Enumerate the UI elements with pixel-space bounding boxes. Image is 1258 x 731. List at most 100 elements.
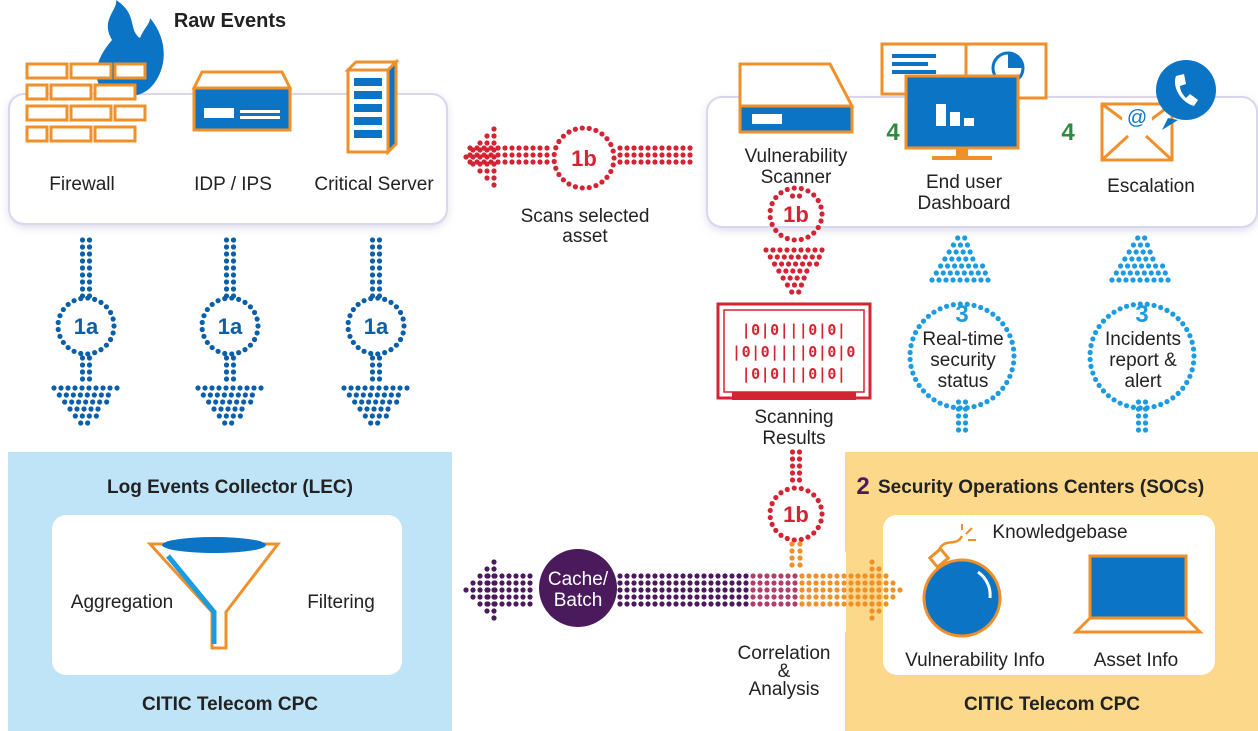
flow-correlation-dot: [673, 594, 679, 600]
flow-1a-dot: [79, 376, 86, 382]
flow-1b-ring-dot: [798, 536, 804, 543]
flow-1a-ring-dot: [98, 299, 104, 305]
flow-1b-ring-dot: [769, 201, 775, 207]
flow-3-dot: [1142, 406, 1149, 412]
flow-correlation-dot: [659, 587, 665, 593]
flow-correlation-dot: [834, 594, 840, 600]
flow-3-dot: [1117, 263, 1124, 269]
flow-3-dot: [1136, 256, 1142, 262]
flow-1a-dot: [216, 413, 222, 419]
flow-1a-dot: [369, 286, 376, 292]
flow-1a-dot: [394, 399, 400, 405]
flow-1a-dot: [86, 385, 92, 391]
incidents-label-2: report &: [1109, 350, 1177, 371]
flow-1a-dot: [251, 385, 257, 391]
flow-1b-ring-dot: [805, 234, 811, 240]
asset-laptop-icon: [1072, 554, 1204, 634]
flow-3-dot: [955, 399, 962, 405]
flow-1b-dot: [780, 275, 786, 281]
flow-1a-dot: [369, 258, 376, 264]
flow-1a-ring-dot: [110, 316, 116, 322]
flow-cache-dot: [520, 594, 526, 600]
flow-1b-dot: [816, 254, 822, 260]
flow-1a-dot: [216, 385, 222, 391]
flow-3-dot: [985, 277, 991, 283]
flow-1b-dot: [617, 159, 623, 165]
flow-1b-ring-dot: [805, 488, 811, 494]
flow-cache-dot: [477, 594, 483, 600]
flow-3-ring-dot: [995, 390, 1001, 396]
flow-1a-dot: [258, 385, 264, 391]
flow-correlation-dot: [764, 573, 770, 579]
flow-1a-dot: [376, 376, 383, 382]
flow-1b-ring-dot: [815, 497, 821, 504]
flow-1a-dot: [223, 272, 230, 278]
flow-1a-dot: [232, 406, 238, 412]
flow-correlation-dot: [757, 601, 763, 607]
flow-1b-dot: [813, 261, 820, 267]
flow-1a-ring-dot: [222, 350, 228, 357]
flow-1a-dot: [195, 385, 201, 391]
flow-3-dot: [951, 263, 958, 269]
flow-3-ring-dot: [910, 336, 916, 342]
flow-1b-dot: [796, 477, 803, 483]
flow-correlation-dot: [876, 594, 882, 600]
flow-correlation-dot: [876, 601, 882, 607]
step-3-label: 3: [1135, 301, 1148, 328]
flow-correlation-dot: [750, 580, 756, 586]
flow-1b-dot: [774, 254, 780, 260]
flow-correlation-dot: [876, 573, 882, 579]
flow-correlation-dot: [617, 580, 623, 586]
flow-1a-dot: [86, 237, 93, 243]
flow-correlation-dot: [827, 587, 833, 593]
flow-1b-ring-dot: [805, 188, 811, 194]
flow-correlation-dot: [708, 580, 714, 586]
flow-1b-dot: [680, 152, 686, 158]
flow-correlation-dot: [729, 594, 735, 600]
flow-1b-dot: [767, 254, 773, 260]
flow-1b-dot: [523, 159, 529, 165]
flow-1a-dot: [355, 385, 361, 391]
escalation-label: Escalation: [1107, 176, 1195, 197]
flow-1a-dot: [369, 413, 375, 419]
flow-1a-dot: [223, 286, 230, 292]
flow-correlation-dot: [855, 601, 861, 607]
flow-correlation-dot: [638, 587, 644, 593]
flow-1a-dot: [237, 385, 243, 391]
flow-correlation-dot: [869, 566, 875, 572]
flow-1b-ring-dot: [593, 127, 599, 134]
flow-1b-dot: [470, 154, 476, 160]
flow-3-ring-dot: [1184, 326, 1190, 333]
flow-1a-dot: [83, 399, 89, 405]
flow-3-ring-dot: [1187, 373, 1193, 379]
flow-1b-dot: [796, 463, 803, 469]
flow-1a-dot: [230, 251, 237, 257]
flow-1a-ring-dot: [388, 347, 394, 353]
cache-batch-label-2: Batch: [553, 590, 603, 611]
flow-correlation-dot: [694, 580, 700, 586]
flow-1a-dot: [221, 392, 227, 398]
flow-correlation-dot: [869, 594, 875, 600]
flow-1b-dot: [484, 140, 490, 146]
flow-correlation-dot: [617, 601, 623, 607]
flow-1b-dot: [787, 275, 793, 281]
flow-1b-dot: [484, 133, 490, 139]
flow-1a-dot: [78, 420, 84, 426]
flow-1a-dot: [86, 355, 93, 361]
flow-1a-ring-dot: [355, 301, 361, 308]
flow-1b-dot: [789, 449, 796, 455]
flow-correlation-dot: [736, 601, 742, 607]
flow-1b-ring-dot: [811, 530, 817, 536]
flow-3-ring-dot: [1100, 388, 1107, 394]
flow-correlation-dot: [799, 587, 805, 593]
flow-1a-ring-dot: [107, 309, 114, 316]
flow-1a-dot: [249, 392, 255, 398]
flow-1a-dot: [79, 369, 86, 375]
flow-correlation-dot: [841, 580, 847, 586]
flow-correlation-dot: [764, 601, 770, 607]
flow-1b-ring-dot: [604, 136, 610, 142]
flow-1a-dot: [91, 392, 97, 398]
step-1a-label: 1a: [74, 314, 99, 339]
flow-correlation-dot: [645, 573, 651, 579]
flow-3-dot: [937, 263, 944, 269]
